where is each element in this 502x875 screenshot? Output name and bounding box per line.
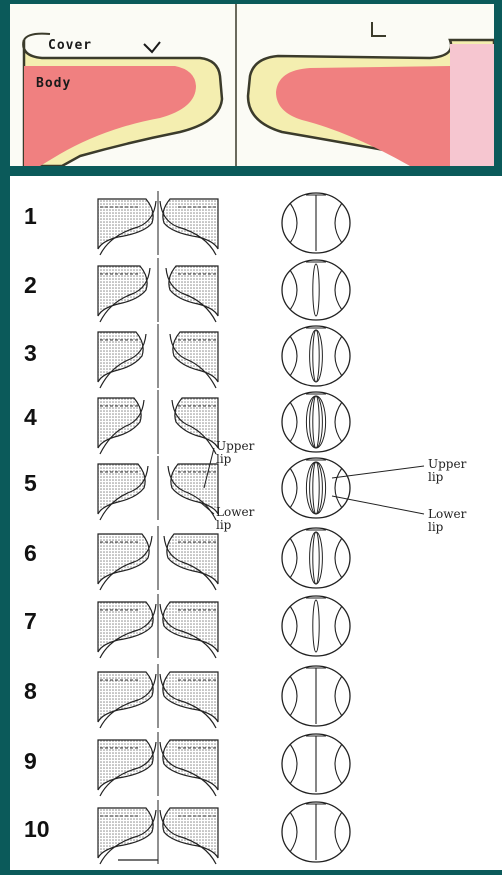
- glottis-view: [282, 392, 350, 452]
- upper-lip-pointer-right: [332, 466, 424, 478]
- right-fold-body: [276, 66, 450, 166]
- step-number: 2: [24, 272, 37, 299]
- lower-lip-pointer-right: [332, 496, 424, 514]
- step-number: 9: [24, 748, 37, 775]
- step-number: 1: [24, 203, 37, 230]
- step-number: 6: [24, 540, 37, 567]
- glottis-view: [282, 260, 350, 320]
- vocal-fold-cover-body-panel: Cover Body: [10, 4, 494, 166]
- glottis-view: [282, 458, 350, 518]
- step-number: 10: [24, 816, 50, 843]
- step-number: 7: [24, 608, 37, 635]
- cover-arrow-icon: [144, 42, 160, 52]
- lower-lip-label-right: Lower lip: [428, 508, 466, 534]
- upper-lip-label-left: Upper lip: [216, 440, 254, 466]
- step-number: 5: [24, 470, 37, 497]
- cover-body-cross-section: [10, 4, 494, 166]
- step-number: 3: [24, 340, 37, 367]
- step-number: 8: [24, 678, 37, 705]
- step-number: 4: [24, 404, 37, 431]
- right-fold-section: [175, 398, 218, 448]
- glottis-view: [282, 596, 350, 656]
- left-cover-top-line: [24, 34, 50, 40]
- lower-lip-label-left: Lower lip: [216, 506, 254, 532]
- glottis-view: [282, 528, 350, 588]
- vibratory-cycle-panel: 1 2 3 4 5 6 7 8 9 10 Upper lip Lower lip…: [10, 176, 502, 870]
- glottis-view: [282, 326, 350, 386]
- body-label: Body: [36, 76, 71, 91]
- left-fold-section: [98, 398, 141, 448]
- cover-label: Cover: [48, 38, 92, 53]
- right-edge-pink: [450, 44, 494, 166]
- upper-lip-label-right: Upper lip: [428, 458, 466, 484]
- bracket-glyph: [372, 22, 386, 36]
